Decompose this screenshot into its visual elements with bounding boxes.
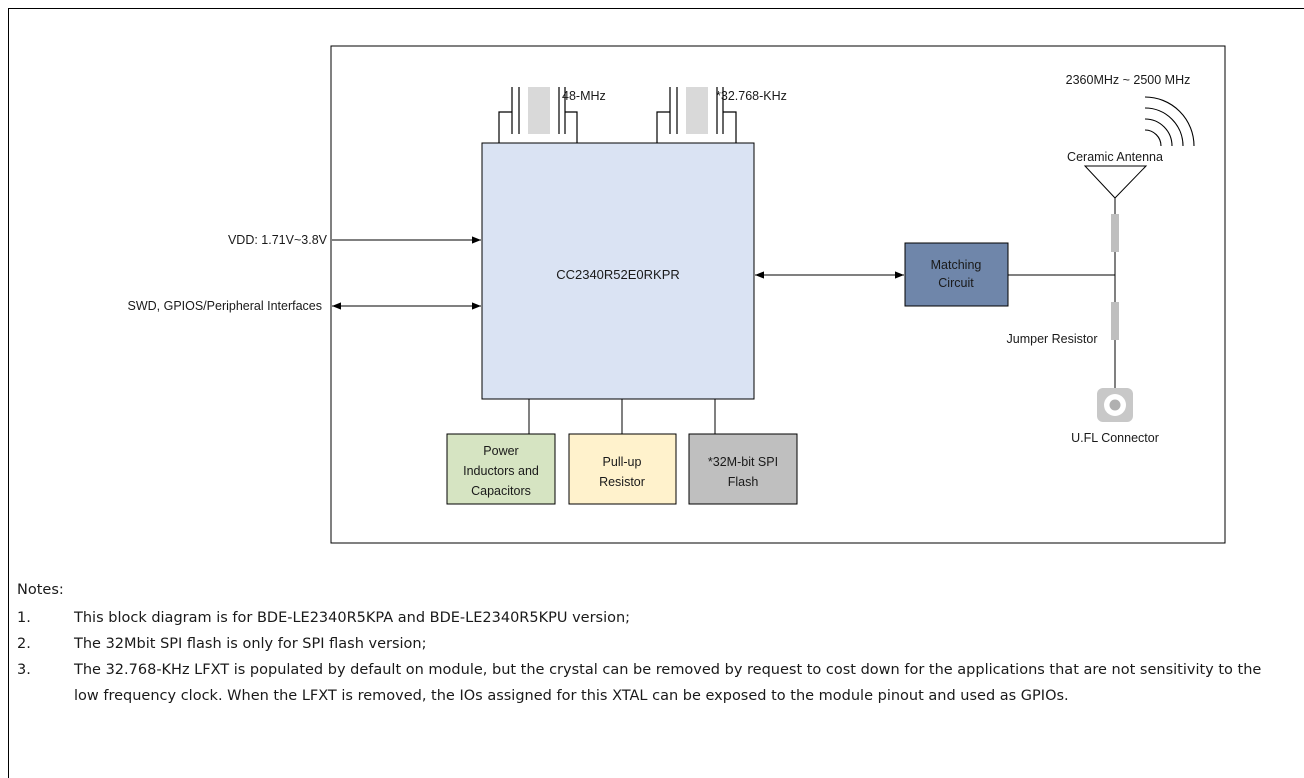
ufl-connector-icon — [1097, 388, 1133, 422]
note-text: The 32Mbit SPI flash is only for SPI fla… — [74, 636, 427, 652]
swd-label: SWD, GPIOS/Peripheral Interfaces — [127, 299, 322, 313]
power-label-1: Power — [483, 444, 518, 458]
ceramic-antenna-icon — [1083, 165, 1148, 199]
pullup-label-2: Resistor — [599, 475, 645, 489]
crystal-32khz-symbol — [656, 87, 737, 143]
jumper-resistor — [1111, 302, 1119, 340]
crystal-48mhz-label: 48-MHz — [562, 89, 606, 103]
crystal-48mhz-symbol — [498, 87, 578, 143]
note-number: 2. — [17, 636, 31, 652]
notes-heading: Notes: — [17, 582, 64, 598]
vdd-label: VDD: 1.71V~3.8V — [228, 233, 328, 247]
note-number: 3. — [17, 662, 31, 678]
page-frame — [8, 8, 1304, 778]
chip-label: CC2340R52E0RKPR — [556, 267, 680, 282]
note-text: The 32.768-KHz LFXT is populated by defa… — [74, 662, 1262, 704]
block-diagram: 48-MHz *32.768-KHz CC2340R52E0RKPR VDD: … — [127, 45, 1226, 544]
ufl-connector-label: U.FL Connector — [1071, 431, 1159, 445]
matching-circuit-block — [904, 242, 1009, 307]
power-block — [446, 433, 556, 505]
flash-block — [688, 433, 798, 505]
jumper-resistor-label: Jumper Resistor — [1007, 332, 1098, 346]
chip-block — [481, 142, 755, 400]
chip-bottom-lines — [528, 399, 716, 434]
note-number: 1. — [17, 610, 31, 626]
note-item: 3. The 32.768-KHz LFXT is populated by d… — [17, 657, 1287, 709]
notes-section: Notes: 1. This block diagram is for BDE-… — [17, 577, 1287, 709]
matching-label-2: Circuit — [938, 276, 974, 290]
crystal-32khz-label: *32.768-KHz — [716, 89, 787, 103]
power-label-3: Capacitors — [471, 484, 531, 498]
pullup-block — [568, 433, 677, 505]
ceramic-antenna-label: Ceramic Antenna — [1067, 150, 1163, 164]
matching-label-1: Matching — [931, 258, 982, 272]
note-item: 1. This block diagram is for BDE-LE2340R… — [17, 605, 1287, 631]
flash-label-1: *32M-bit SPI — [708, 455, 778, 469]
radio-waves-icon — [1144, 96, 1195, 147]
frequency-range-label: 2360MHz ~ 2500 MHz — [1066, 73, 1191, 87]
note-item: 2. The 32Mbit SPI flash is only for SPI … — [17, 631, 1287, 657]
flash-label-2: Flash — [728, 475, 759, 489]
note-text: This block diagram is for BDE-LE2340R5KP… — [74, 610, 631, 626]
pullup-label-1: Pull-up — [603, 455, 642, 469]
antenna-resistor — [1111, 214, 1119, 252]
power-label-2: Inductors and — [463, 464, 539, 478]
